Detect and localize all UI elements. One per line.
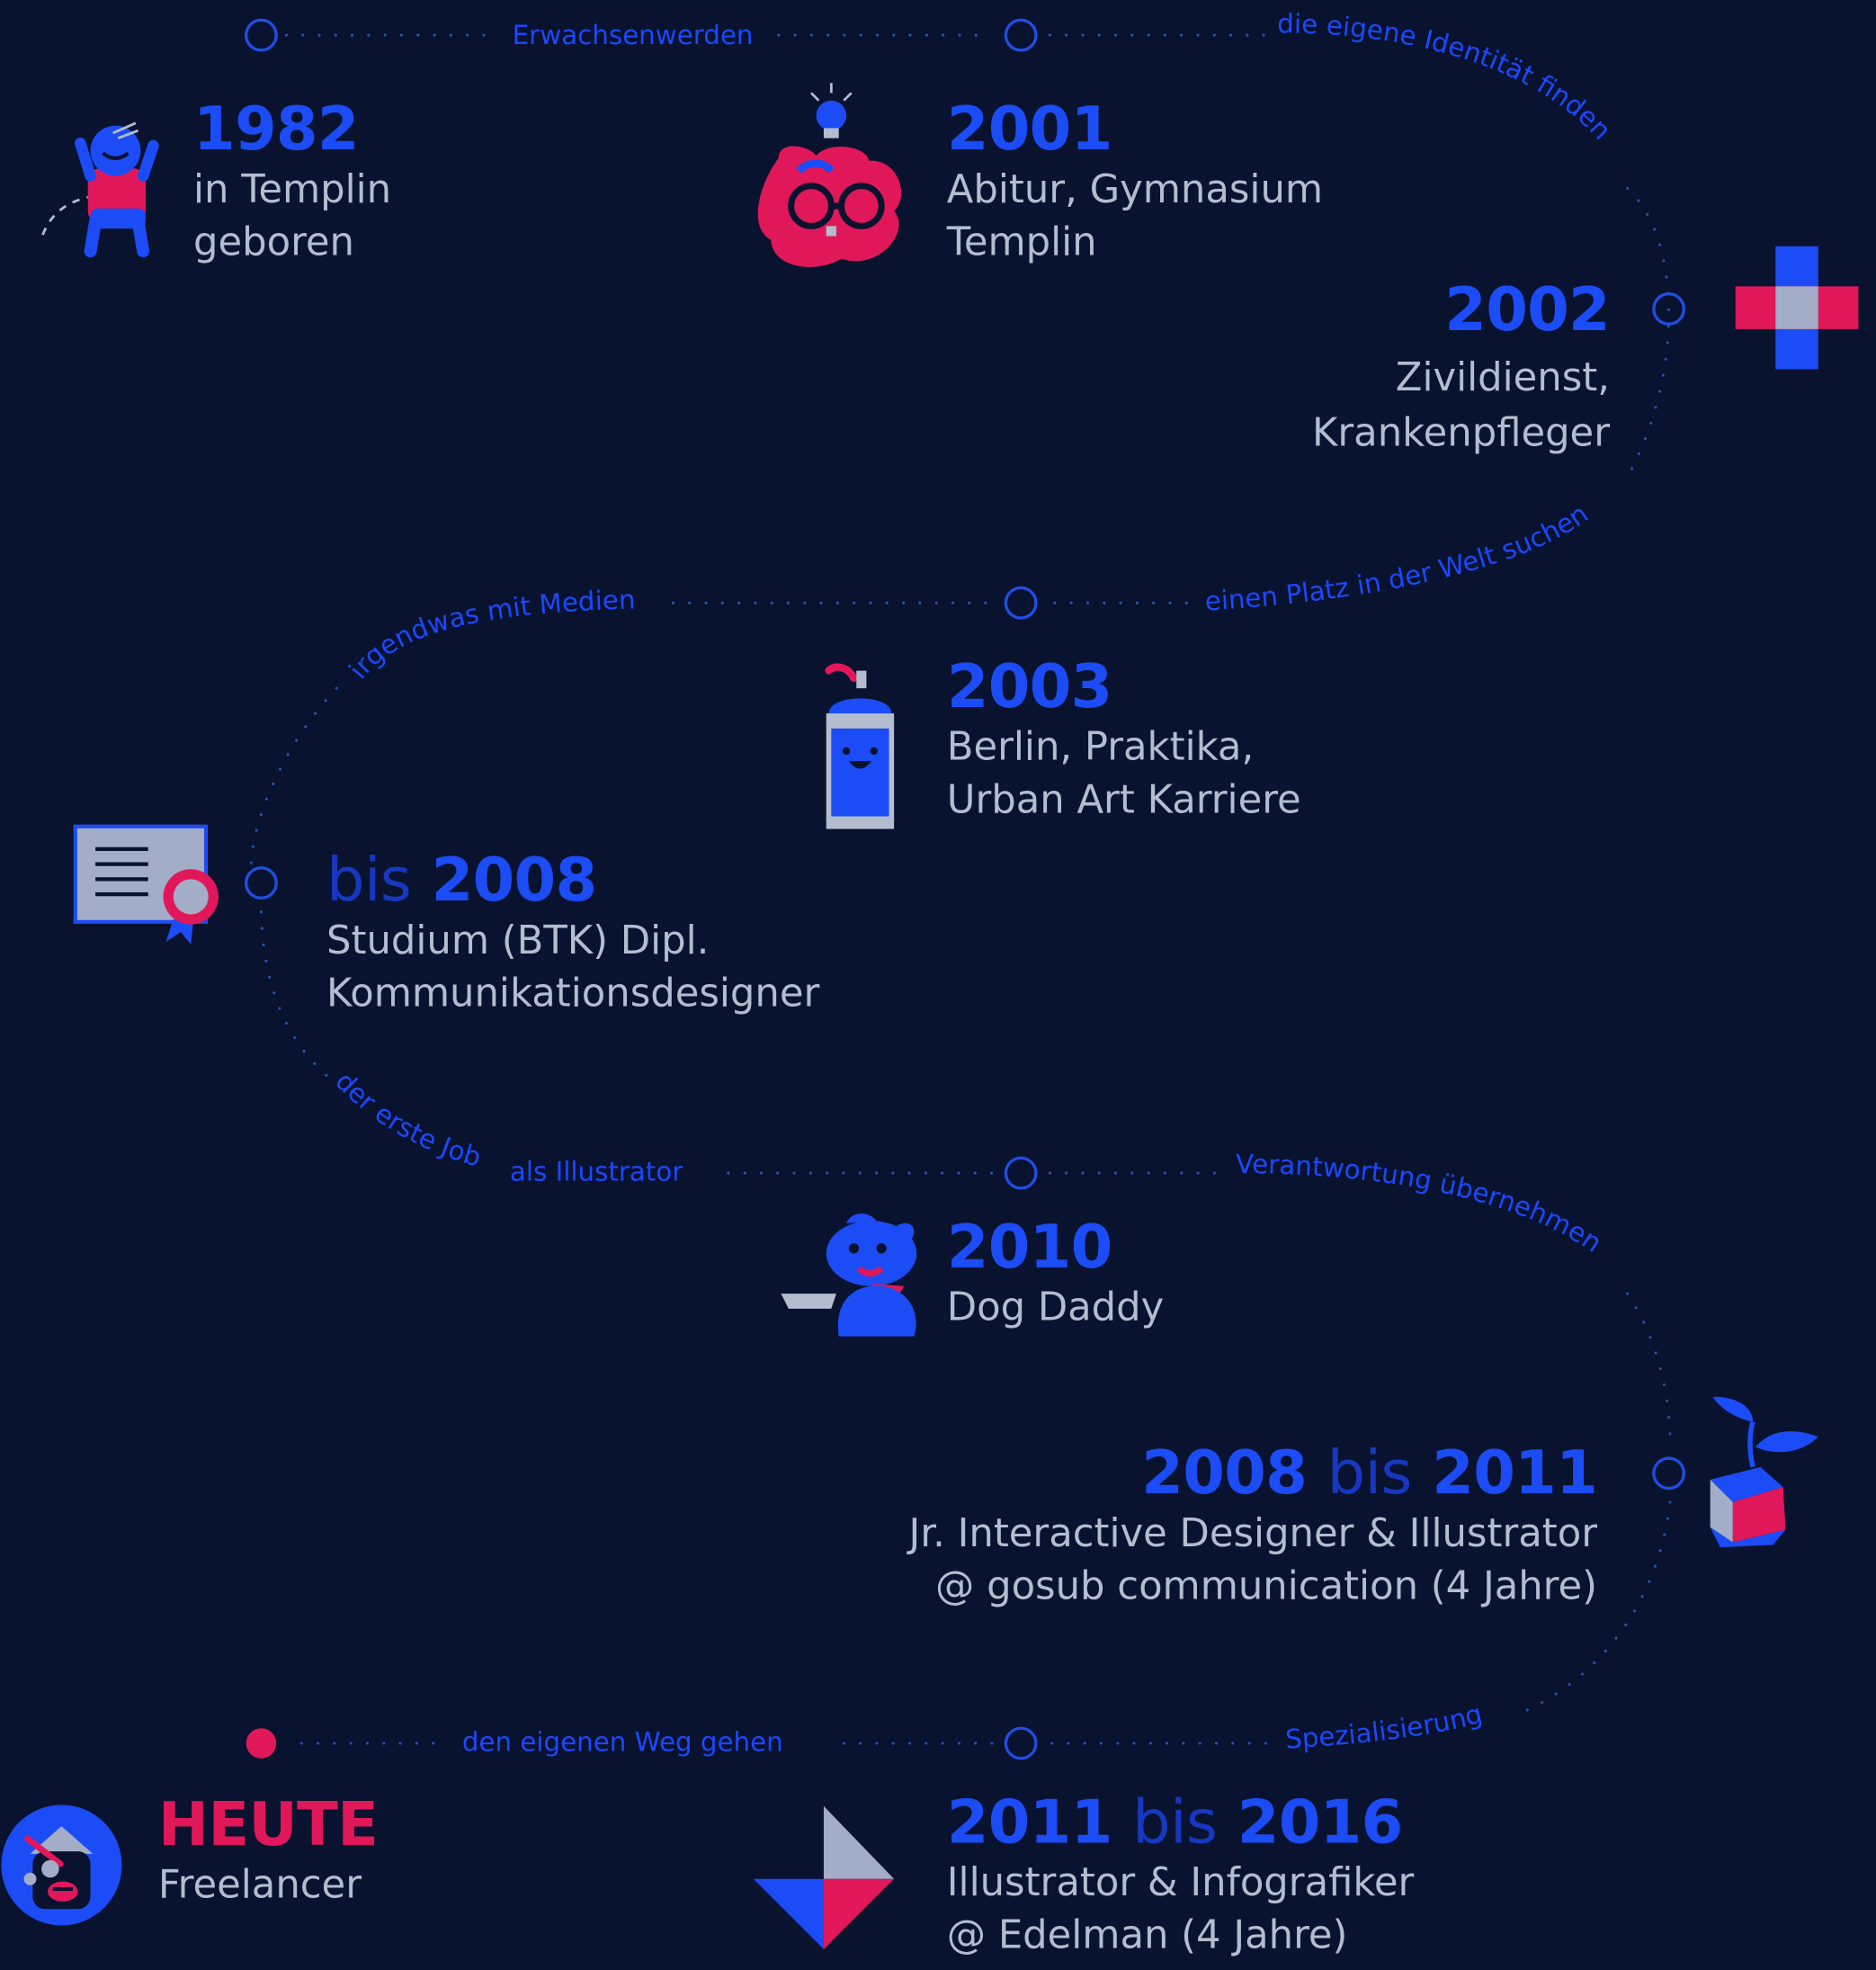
spray-can-icon	[825, 663, 895, 829]
event-text: in Templin	[193, 166, 392, 212]
node-2008-2011	[1652, 1456, 1686, 1491]
node-heute	[246, 1728, 277, 1759]
dog-icon	[781, 1213, 917, 1337]
event-year: 2001	[946, 94, 1112, 165]
origami-icon	[753, 1805, 895, 1949]
brain-icon	[757, 83, 902, 267]
event-1982: 1982 in Templin geboren	[193, 95, 391, 269]
event-text: Freelancer	[157, 1862, 362, 1908]
event-prefix: bis	[326, 845, 412, 916]
event-year: 1982	[193, 94, 359, 165]
phase-label: einen Platz in der Welt suchen	[1204, 498, 1594, 617]
event-sep: bis	[1132, 1786, 1218, 1858]
event-text: Templin	[946, 219, 1097, 265]
event-year: 2016	[1237, 1786, 1403, 1858]
event-year: 2002	[1444, 274, 1610, 345]
phase-label: den eigenen Weg gehen	[462, 1726, 783, 1757]
event-text: Jr. Interactive Designer & Illustrator	[908, 1510, 1598, 1556]
phase-label: Verantwortung übernehmen	[1236, 1149, 1607, 1258]
event-2010: 2010 Dog Daddy	[947, 1213, 1164, 1334]
event-2003: 2003 Berlin, Praktika, Urban Art Karrier…	[947, 653, 1301, 827]
node-2011-2016	[1004, 1726, 1038, 1760]
event-text: Zivildienst,	[1395, 355, 1610, 401]
event-text: Berlin, Praktika,	[946, 724, 1255, 770]
event-text: Krankenpfleger	[1311, 410, 1610, 456]
node-2010	[1004, 1156, 1038, 1190]
node-2002	[1652, 292, 1686, 326]
node-2003	[1004, 586, 1038, 620]
event-year: 2011	[1432, 1437, 1598, 1509]
phase-label: die eigene Identität finden	[1277, 8, 1617, 146]
event-text: geboren	[193, 219, 355, 265]
event-year: 2008	[1141, 1437, 1308, 1509]
phase-label: der erste Job	[329, 1066, 485, 1173]
event-2008-2011: 2008 bis 2011 Jr. Interactive Designer &…	[909, 1439, 1598, 1613]
diploma-icon	[73, 824, 219, 945]
event-year: 2011	[946, 1786, 1112, 1858]
phase-label: als Illustrator	[510, 1156, 683, 1186]
event-text: Abitur, Gymnasium	[946, 166, 1324, 212]
event-text: Illustrator & Infografiker	[946, 1859, 1415, 1906]
node-2001	[1004, 18, 1038, 52]
phase-label: Spezialisierung	[1284, 1698, 1485, 1755]
event-year: 2008	[431, 845, 597, 916]
event-text: @ Edelman (4 Jahre)	[946, 1912, 1348, 1958]
event-text: Urban Art Karriere	[946, 777, 1301, 823]
event-2011-2016: 2011 bis 2016 Illustrator & Infografiker…	[947, 1788, 1415, 1962]
event-year: 2010	[946, 1212, 1112, 1283]
event-2008: bis 2008 Studium (BTK) Dipl. Kommunikati…	[326, 846, 819, 1020]
node-1982	[244, 18, 278, 52]
event-year: HEUTE	[157, 1789, 379, 1860]
node-2008	[244, 866, 278, 900]
event-heute: HEUTE Freelancer	[157, 1789, 379, 1912]
event-text: Kommunikationsdesigner	[326, 971, 820, 1016]
event-text: Dog Daddy	[946, 1285, 1165, 1330]
phase-label: irgendwas mit Medien	[343, 584, 636, 685]
event-year: 2003	[946, 651, 1112, 722]
plant-box-icon	[1710, 1396, 1818, 1548]
avatar-icon	[1, 1804, 122, 1926]
event-2002: 2002 Zivildienst, Krankenpfleger	[1311, 274, 1611, 467]
baby-icon	[41, 121, 159, 258]
medical-cross-icon	[1735, 246, 1859, 370]
event-2001: 2001 Abitur, Gymnasium Templin	[947, 95, 1323, 269]
event-text: @ gosub communication (4 Jahre)	[935, 1563, 1598, 1609]
event-sep: bis	[1327, 1437, 1413, 1509]
phase-label: Erwachsenwerden	[513, 20, 754, 50]
event-text: Studium (BTK) Dipl.	[326, 918, 710, 963]
